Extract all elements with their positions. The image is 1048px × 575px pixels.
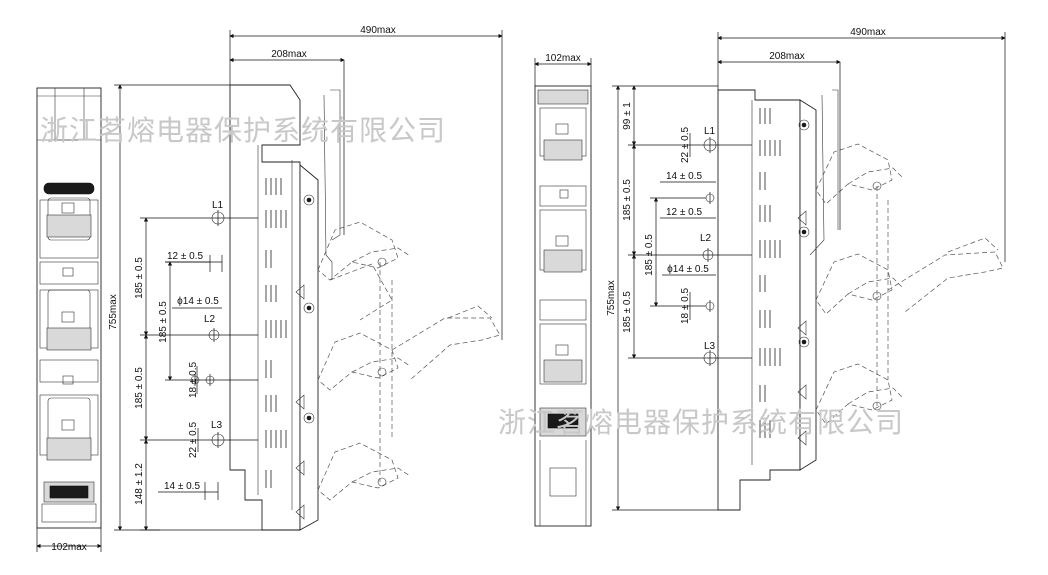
left-front-view	[36, 87, 102, 529]
left-side-ribs	[265, 178, 287, 488]
left-terminal-l3: L3	[211, 420, 223, 431]
right-side-ribs	[759, 108, 781, 438]
right-front-width-label: 102max	[545, 53, 581, 64]
left-side-view	[229, 84, 341, 531]
left-pitch-inner-label: 185 ± 0.5	[158, 301, 169, 343]
left-front-width-dim: 102max	[36, 528, 102, 553]
right-front-view	[534, 85, 592, 527]
right-open-handles	[815, 143, 1004, 425]
right-front-depth-label: 208max	[769, 51, 805, 62]
left-hole-diameter-label: ϕ14 ± 0.5	[177, 296, 219, 307]
right-hole-offset-mid-label: 12 ± 0.5	[666, 207, 703, 218]
right-dimensions: 490max 208max 755max 99 ± 1 185 ± 0.5 18…	[606, 27, 1006, 511]
right-overall-height-label: 755max	[606, 280, 617, 316]
left-terminal-l1: L1	[212, 200, 224, 211]
right-side-view	[717, 89, 839, 511]
left-front-depth-label: 208max	[271, 49, 307, 60]
right-terminals: L1 L2 L3	[700, 126, 752, 366]
right-slot-a-label: 18 ± 0.5	[680, 288, 691, 325]
left-slot-a-label: 18 ± 0.5	[188, 362, 199, 399]
left-terminal-l2: L2	[204, 314, 216, 325]
right-top-offset-label: 99 ± 1	[622, 102, 633, 130]
left-overall-depth-label: 490max	[360, 25, 396, 36]
left-terminals: L1 L2 L3	[190, 200, 258, 448]
watermark-bottom: 浙江茗熔电器保护系统有限公司	[498, 406, 904, 439]
left-slot-b-label: 22 ± 0.5	[188, 422, 199, 459]
right-front-width-dim: 102max	[534, 53, 592, 86]
right-overall-depth-label: 490max	[850, 27, 886, 38]
left-pitch-lower-label: 185 ± 0.5	[134, 367, 145, 409]
watermark-top: 浙江茗熔电器保护系统有限公司	[40, 114, 446, 147]
left-base-offset-label: 148 ± 1.2	[134, 463, 145, 505]
right-terminal-l1: L1	[704, 126, 716, 137]
left-pitch-upper-label: 185 ± 0.5	[134, 257, 145, 299]
right-hole-offset-top-label: 14 ± 0.5	[666, 171, 703, 182]
right-pitch-upper-label: 185 ± 0.5	[622, 179, 633, 221]
left-overall-height-label: 755max	[108, 294, 119, 330]
right-hole-diameter-label: ϕ14 ± 0.5	[667, 264, 709, 275]
right-slot-b-label: 22 ± 0.5	[680, 127, 691, 164]
right-pitch-lower-label: 185 ± 0.5	[622, 291, 633, 333]
right-terminal-l2: L2	[700, 233, 712, 244]
right-pitch-inner-label: 185 ± 0.5	[644, 234, 655, 276]
left-dimensions: 490max 208max 755max 185 ± 0.5 185 ± 0.5…	[108, 25, 503, 531]
right-terminal-l3: L3	[704, 341, 716, 352]
left-open-handles	[317, 221, 501, 501]
left-front-width-label: 102max	[51, 542, 87, 553]
left-hole-offset-top-label: 12 ± 0.5	[167, 251, 204, 262]
left-hole-offset-bottom-label: 14 ± 0.5	[164, 481, 201, 492]
